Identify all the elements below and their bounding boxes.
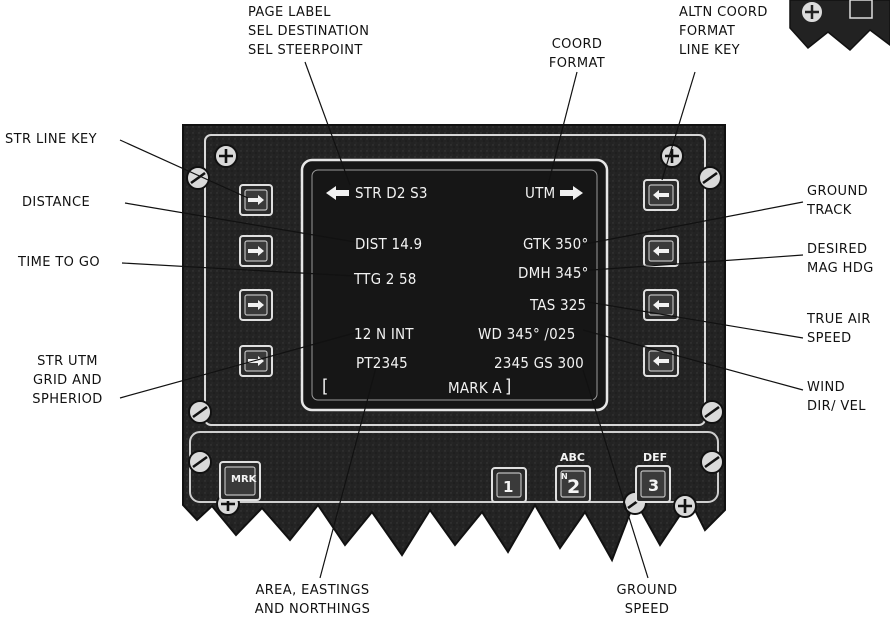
callout-distance: DISTANCE <box>22 193 90 212</box>
callout-line: DISTANCE <box>22 193 90 212</box>
slotted-screw-icon <box>701 401 723 423</box>
callout-line: TIME TO GO <box>18 253 100 272</box>
display-scratchpad-open: [ <box>322 378 329 396</box>
callout-line: TRUE AIR <box>807 310 871 329</box>
key-2-letters: ABC <box>560 451 585 464</box>
callout-true-air-speed: TRUE AIR SPEED <box>807 310 871 348</box>
callout-ground-track: GROUND TRACK <box>807 182 868 220</box>
right-line-key-2[interactable] <box>644 236 678 266</box>
callout-line: LINE KEY <box>679 41 768 60</box>
display-page-label: STR D2 S3 <box>355 184 428 202</box>
key-1-label: 1 <box>503 478 513 496</box>
callout-wind-dir-vel: WIND DIR/ VEL <box>807 378 866 416</box>
callout-str-utm-grid: STR UTM GRID AND SPHERIOD <box>20 352 115 409</box>
callout-line: FORMAT <box>537 54 617 73</box>
display-utm-grid: 12 N INT <box>354 325 414 343</box>
key-3-letters: DEF <box>643 451 667 464</box>
slotted-screw-icon <box>189 401 211 423</box>
callout-line: PAGE LABEL <box>248 3 369 22</box>
callout-line: SPHERIOD <box>20 390 115 409</box>
display-distance: DIST 14.9 <box>355 235 422 253</box>
left-line-key-2[interactable] <box>240 236 272 266</box>
display-frame <box>302 160 607 410</box>
left-line-key-3[interactable] <box>240 290 272 320</box>
callout-area-eastings: AREA, EASTINGS AND NORTHINGS <box>245 581 380 619</box>
callout-line: SEL DESTINATION <box>248 22 369 41</box>
left-line-key-1[interactable] <box>240 185 272 215</box>
phillips-screw-icon <box>674 495 696 517</box>
display-coord-format: UTM <box>525 184 555 202</box>
callout-altn-coord-format-line-key: ALTN COORD FORMAT LINE KEY <box>679 3 768 60</box>
display-true-air-speed: TAS 325 <box>530 296 586 314</box>
callout-line: WIND <box>807 378 866 397</box>
callout-line: SPEED <box>807 329 871 348</box>
callout-line: GROUND <box>612 581 682 600</box>
callout-line: GRID AND <box>20 371 115 390</box>
slotted-screw-icon <box>189 451 211 473</box>
callout-line: GROUND <box>807 182 868 201</box>
display-mark: MARK A <box>448 379 502 397</box>
key-2-label: 2 <box>567 476 580 498</box>
phillips-screw-icon <box>215 145 237 167</box>
display-wind: WD 345° /025 <box>478 325 576 343</box>
slotted-screw-icon <box>701 451 723 473</box>
callout-line: DIR/ VEL <box>807 397 866 416</box>
display-area-eastings: PT2345 <box>356 354 408 372</box>
display-scratchpad-close: ] <box>505 378 512 396</box>
callout-line: TRACK <box>807 201 868 220</box>
display-time-to-go: TTG 2 58 <box>354 270 417 288</box>
callout-line: FORMAT <box>679 22 768 41</box>
callout-time-to-go: TIME TO GO <box>18 253 100 272</box>
display-desired-mag-hdg: DMH 345° <box>518 264 589 282</box>
adjacent-unit <box>790 0 890 50</box>
key-3-label: 3 <box>648 476 659 495</box>
callout-page-label: PAGE LABEL SEL DESTINATION SEL STEERPOIN… <box>248 3 369 60</box>
callout-line: DESIRED <box>807 240 874 259</box>
callout-str-line-key: STR LINE KEY <box>5 130 97 149</box>
callout-line: SPEED <box>612 600 682 619</box>
right-line-key-1[interactable] <box>644 180 678 210</box>
callout-ground-speed: GROUND SPEED <box>612 581 682 619</box>
right-line-key-3[interactable] <box>644 290 678 320</box>
callout-line: ALTN COORD <box>679 3 768 22</box>
display-ground-track: GTK 350° <box>523 235 588 253</box>
callout-line: STR UTM <box>20 352 115 371</box>
mrk-key-label: MRK <box>231 474 256 485</box>
callout-desired-mag-hdg: DESIRED MAG HDG <box>807 240 874 278</box>
left-line-key-4[interactable] <box>240 346 272 376</box>
slotted-screw-icon <box>187 167 209 189</box>
display-northing-ground-speed: 2345 GS 300 <box>494 354 584 372</box>
right-line-key-4[interactable] <box>644 346 678 376</box>
slotted-screw-icon <box>699 167 721 189</box>
callout-line: MAG HDG <box>807 259 874 278</box>
callout-line: AND NORTHINGS <box>245 600 380 619</box>
callout-line: STR LINE KEY <box>5 130 97 149</box>
callout-line: SEL STEERPOINT <box>248 41 369 60</box>
callout-line: COORD <box>537 35 617 54</box>
callout-line: AREA, EASTINGS <box>245 581 380 600</box>
callout-coord-format: COORD FORMAT <box>537 35 617 73</box>
